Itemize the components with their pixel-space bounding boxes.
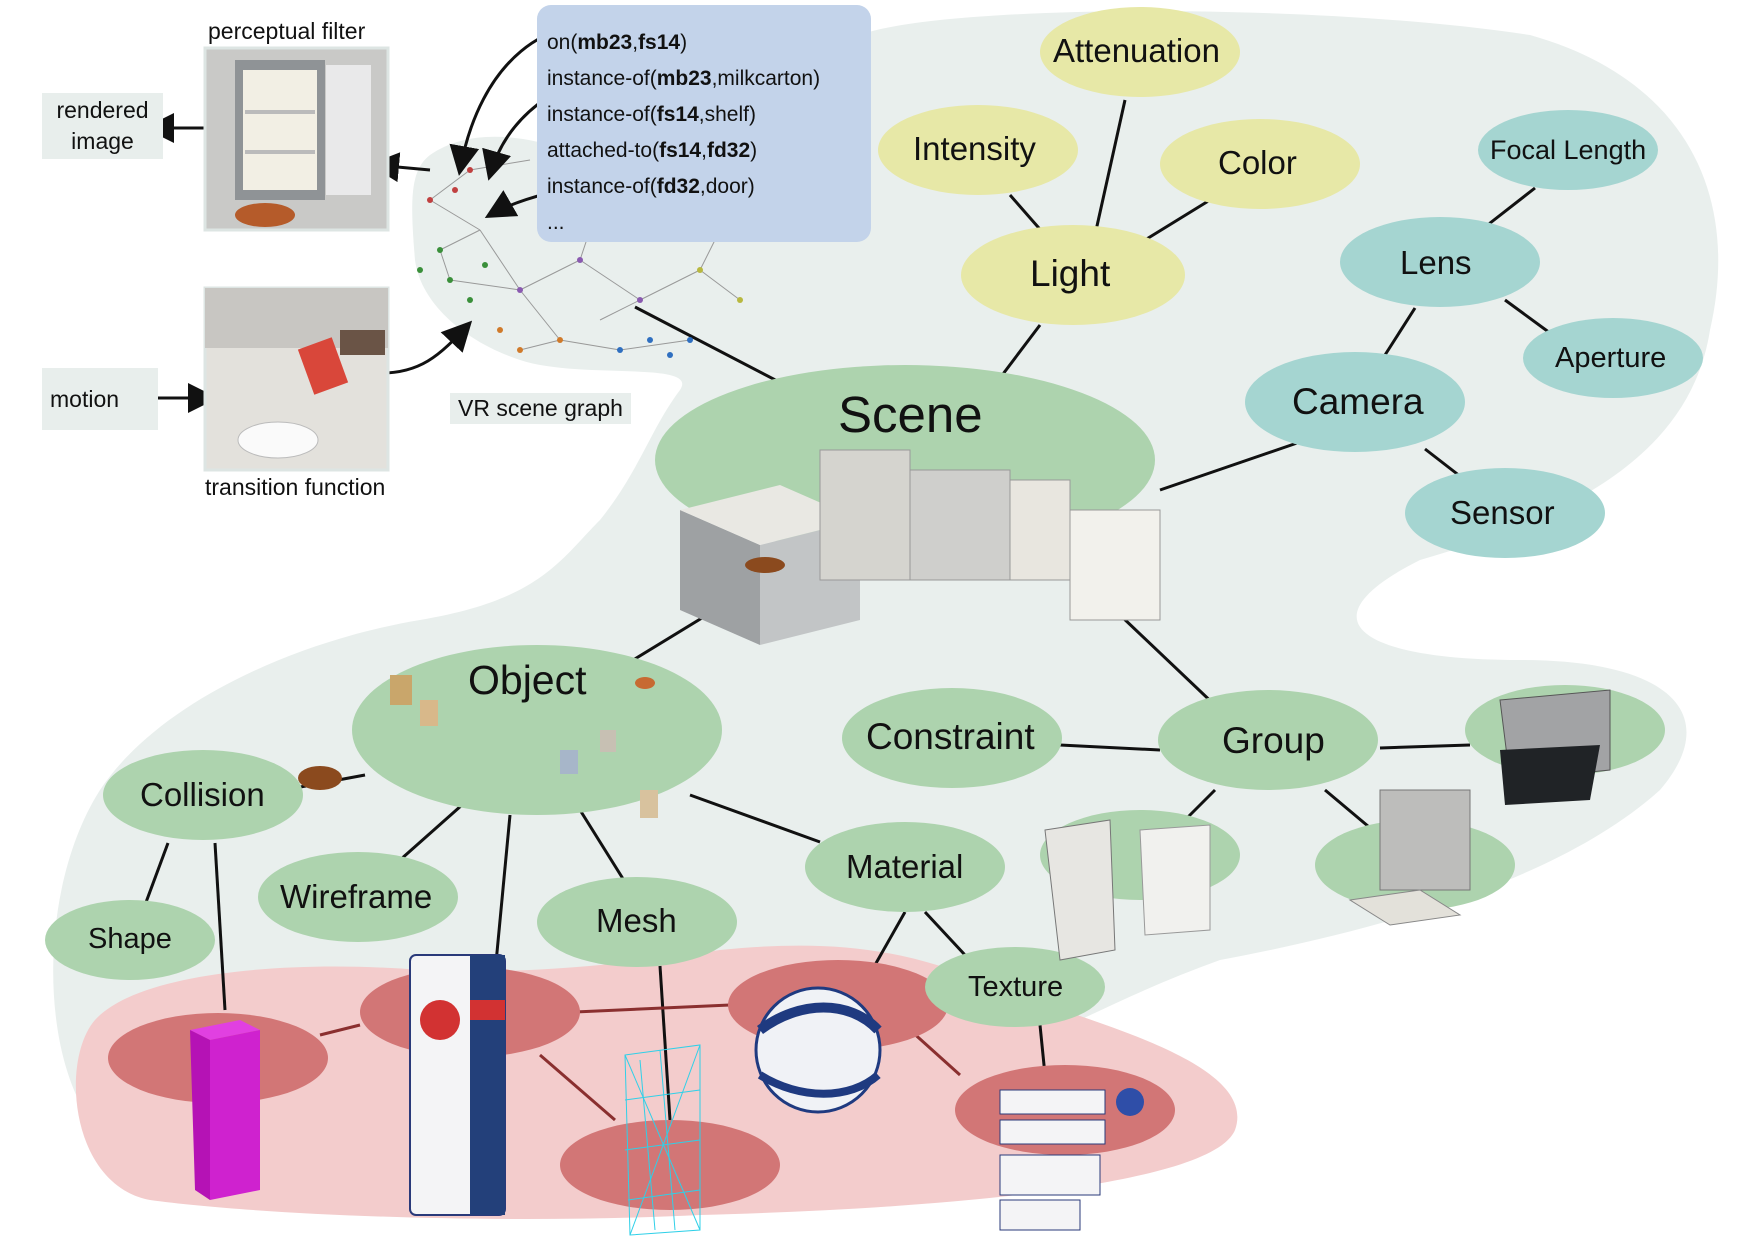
fact-line: instance-of(fd32,door): [547, 175, 755, 198]
sensor-node: Sensor: [1450, 494, 1555, 531]
light-nodes: [878, 7, 1360, 325]
fridge-group-icon: [1044, 819, 1211, 961]
scene-node: Scene: [838, 386, 983, 443]
fact-line: on(mb23,fs14): [547, 31, 688, 54]
focal-length-node: Focal Length: [1490, 135, 1647, 165]
shape-node: Shape: [88, 923, 172, 955]
texture-node: Texture: [968, 971, 1064, 1003]
texture-atlas-icon: [999, 1088, 1144, 1231]
wireframe-node: Wireframe: [280, 878, 433, 915]
fact-line: ...: [547, 211, 565, 234]
object-node: Object: [468, 657, 587, 703]
camera-nodes: [1245, 110, 1703, 558]
scene-graph-facts-box: on(mb23,fs14) instance-of(mb23,milkcarto…: [537, 5, 871, 242]
camera-node: Camera: [1292, 381, 1424, 422]
kitchen-scene-icon: [680, 449, 1161, 645]
material-edges: [319, 1003, 962, 1122]
light-node: Light: [1030, 253, 1111, 294]
group-node: Group: [1222, 720, 1325, 761]
pouring-milk-photo-icon: [203, 286, 390, 472]
oven-group-icon: [1499, 689, 1611, 805]
fact-line: instance-of(mb23,milkcarton): [547, 67, 821, 90]
dishwasher-group-icon: [1348, 789, 1471, 926]
lens-node: Lens: [1400, 244, 1472, 281]
vr-scene-graph-label: VR scene graph: [450, 393, 631, 424]
fact-line: instance-of(fs14,shelf): [547, 103, 756, 126]
transition-function-label: transition function: [205, 474, 386, 500]
object-collection-icon: [298, 675, 658, 818]
background-hull: [53, 11, 1719, 1198]
textured-sphere-icon: [754, 986, 882, 1114]
material-node: Material: [846, 848, 964, 885]
intensity-node: Intensity: [913, 130, 1036, 167]
color-node: Color: [1218, 144, 1297, 181]
fridge-photo-icon: [203, 46, 390, 232]
constraint-node: Constraint: [866, 716, 1035, 757]
mesh-node: Mesh: [596, 902, 677, 939]
aperture-node: Aperture: [1555, 342, 1667, 374]
network-graph-icon: [417, 159, 743, 358]
motion-label: motion: [42, 368, 158, 430]
perceptual-filter-label: perceptual filter: [208, 18, 366, 44]
attenuation-node: Attenuation: [1053, 32, 1220, 69]
collision-node: Collision: [140, 776, 265, 813]
collision-box-icon: [190, 1020, 260, 1200]
fact-line: attached-to(fs14,fd32): [547, 139, 758, 162]
rendered-image-label: rendered image: [42, 93, 163, 159]
milk-carton-icon: [409, 954, 506, 1216]
wireframe-carton-icon: [624, 1044, 701, 1236]
